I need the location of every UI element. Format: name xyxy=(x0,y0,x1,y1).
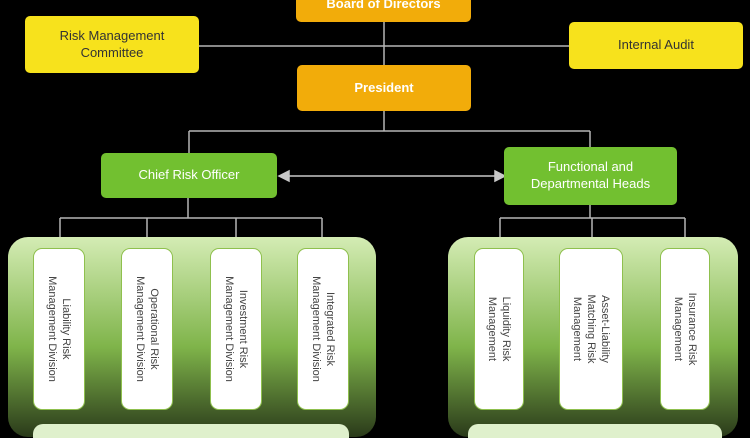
division-card-liability: Liability Risk Management Division xyxy=(33,248,85,410)
division-text-liquidity: Liquidity Risk Management xyxy=(486,296,513,362)
chief-risk-officer-label: Chief Risk Officer xyxy=(138,167,240,183)
right-bottom-box xyxy=(468,424,722,438)
left-bottom-box xyxy=(33,424,349,438)
functional-heads-line2: Departmental Heads xyxy=(530,176,651,191)
division-card-investment: Investment Risk Management Division xyxy=(210,248,262,410)
risk-committee-line1: Risk Management xyxy=(59,27,165,43)
functional-departmental-heads-box: Functional and Departmental Heads xyxy=(504,147,677,205)
division-card-insurance: Insurance Risk Management xyxy=(660,248,710,410)
division-text-integrated: Integrated Risk Management Division xyxy=(310,276,337,382)
president-label: President xyxy=(354,79,414,95)
division-text-investment: Investment Risk Management Division xyxy=(223,276,250,382)
board-of-directors-label: Board of Directors xyxy=(326,0,441,11)
president-box: President xyxy=(297,65,471,111)
division-text-insurance: Insurance Risk Management xyxy=(672,292,699,366)
functional-heads-line1: Functional and xyxy=(547,159,634,175)
internal-audit-label: Internal Audit xyxy=(618,37,694,53)
risk-management-committee-box: Risk Management Committee xyxy=(25,16,199,73)
internal-audit-box: Internal Audit xyxy=(569,22,743,69)
division-card-asset-liability: Asset-Liability Matching Risk Management xyxy=(559,248,623,410)
division-card-operational: Operational Risk Management Division xyxy=(121,248,173,410)
board-of-directors-box: Board of Directors xyxy=(296,0,471,22)
chief-risk-officer-box: Chief Risk Officer xyxy=(101,153,277,198)
division-card-integrated: Integrated Risk Management Division xyxy=(297,248,349,410)
division-text-liability: Liability Risk Management Division xyxy=(46,276,73,382)
risk-committee-line2: Committee xyxy=(80,44,144,60)
division-text-asset-liability: Asset-Liability Matching Risk Management xyxy=(570,294,612,364)
division-text-operational: Operational Risk Management Division xyxy=(134,276,161,382)
division-card-liquidity: Liquidity Risk Management xyxy=(474,248,524,410)
